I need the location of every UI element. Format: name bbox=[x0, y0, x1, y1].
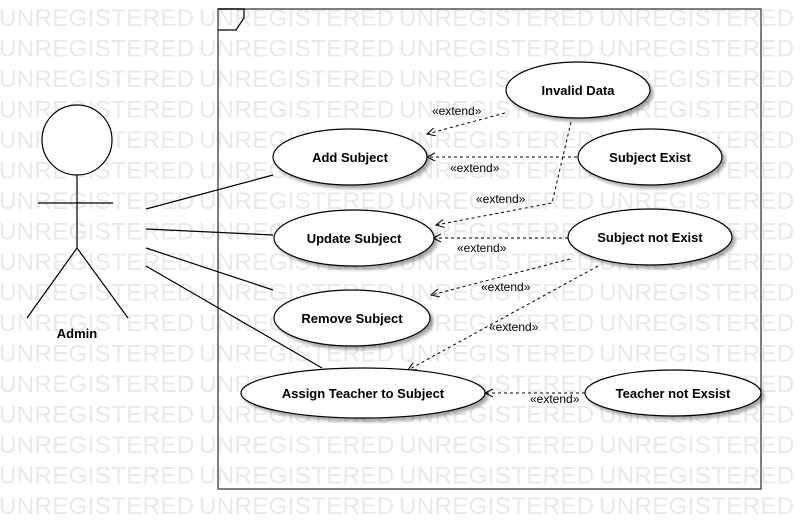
watermark-text: UNREGISTERED bbox=[0, 188, 195, 215]
watermark-text: UNREGISTERED bbox=[599, 341, 795, 368]
association-update bbox=[145, 228, 274, 236]
extend-label: «extend» bbox=[450, 161, 500, 175]
extend-label: «extend» bbox=[457, 241, 507, 255]
watermark-text: UNREGISTERED bbox=[199, 463, 395, 490]
actor-admin: Admin bbox=[26, 104, 129, 341]
system-boundary bbox=[217, 8, 762, 490]
association-assign bbox=[145, 265, 323, 369]
watermark-text: UNREGISTERED bbox=[599, 280, 795, 307]
watermark-text: UNREGISTERED bbox=[599, 432, 795, 459]
watermark-text: UNREGISTERED bbox=[399, 493, 595, 520]
watermark-text: UNREGISTERED bbox=[199, 97, 395, 124]
extend-invalid-to-add bbox=[427, 112, 506, 134]
use-case-label: Subject Exist bbox=[609, 150, 691, 165]
use-case-label: Add Subject bbox=[312, 150, 389, 165]
watermark-text: UNREGISTERED bbox=[0, 432, 195, 459]
use-case-label: Remove Subject bbox=[301, 311, 403, 326]
extend-label: «extend» bbox=[476, 192, 526, 206]
extend-label: «extend» bbox=[481, 280, 531, 294]
use-case-assign-teacher: Assign Teacher to Subject bbox=[240, 367, 486, 419]
watermark-text: UNREGISTERED bbox=[399, 127, 595, 154]
extend-notexist-to-assign bbox=[408, 265, 599, 370]
watermark-text: UNREGISTERED bbox=[199, 493, 395, 520]
watermark-text: UNREGISTERED bbox=[0, 371, 195, 398]
watermark-text: UNREGISTERED bbox=[0, 493, 195, 520]
use-case-label: Subject not Exist bbox=[597, 230, 703, 245]
actor-label: Admin bbox=[57, 326, 98, 341]
watermark-text: UNREGISTERED bbox=[399, 36, 595, 63]
watermark-text: UNREGISTERED bbox=[599, 310, 795, 337]
use-case-label: Assign Teacher to Subject bbox=[282, 386, 445, 401]
use-case-remove-subject: Remove Subject bbox=[273, 289, 431, 347]
use-case-add-subject: Add Subject bbox=[272, 128, 428, 186]
use-case-label: Update Subject bbox=[307, 231, 402, 246]
watermark-text: UNREGISTERED bbox=[0, 280, 195, 307]
extend-relations bbox=[408, 112, 599, 393]
watermark-text: UNREGISTERED bbox=[599, 493, 795, 520]
extend-label: «extend» bbox=[530, 392, 580, 406]
use-case-label: Teacher not Exsist bbox=[616, 386, 731, 401]
extend-label: «extend» bbox=[489, 320, 539, 334]
extend-labels: «extend» «extend» «extend» «extend» «ext… bbox=[432, 104, 580, 406]
use-case-invalid-data: Invalid Data bbox=[505, 61, 651, 119]
watermark-text: UNREGISTERED bbox=[399, 463, 595, 490]
use-case-label: Invalid Data bbox=[542, 83, 616, 98]
watermark-text: UNREGISTERED bbox=[0, 249, 195, 276]
association-remove bbox=[145, 247, 274, 291]
watermark-text: UNREGISTERED bbox=[399, 158, 595, 185]
watermark-text: UNREGISTERED bbox=[599, 36, 795, 63]
watermark-text: UNREGISTERED bbox=[0, 66, 195, 93]
watermark-text: UNREGISTERED bbox=[399, 432, 595, 459]
watermark-text: UNREGISTERED bbox=[0, 402, 195, 429]
watermark-text: UNREGISTERED bbox=[0, 310, 195, 337]
watermark-text: UNREGISTERED bbox=[0, 219, 195, 246]
watermark-text: UNREGISTERED bbox=[0, 341, 195, 368]
watermark-text: UNREGISTERED bbox=[0, 463, 195, 490]
associations bbox=[145, 174, 323, 369]
watermark-text: UNREGISTERED bbox=[399, 310, 595, 337]
boundary-tab bbox=[218, 8, 245, 31]
watermark-text: UNREGISTERED bbox=[199, 432, 395, 459]
extend-label: «extend» bbox=[432, 104, 482, 118]
watermark-text: UNREGISTERED bbox=[399, 188, 595, 215]
use-case-update-subject: Update Subject bbox=[273, 209, 435, 267]
watermark-text: UNREGISTERED bbox=[399, 249, 595, 276]
watermark-text: UNREGISTERED bbox=[199, 66, 395, 93]
watermark-text: UNREGISTERED bbox=[599, 463, 795, 490]
association-add bbox=[145, 174, 274, 210]
use-case-subject-not-exist: Subject not Exist bbox=[567, 208, 733, 266]
actor-left-leg bbox=[26, 247, 78, 319]
watermark-text: UNREGISTERED bbox=[0, 5, 195, 32]
watermark-text: UNREGISTERED bbox=[0, 36, 195, 63]
use-case-teacher-not-exist: Teacher not Exsist bbox=[584, 369, 762, 417]
actor-right-leg bbox=[76, 247, 129, 319]
watermark-text: UNREGISTERED bbox=[199, 36, 395, 63]
actor-head bbox=[41, 104, 113, 176]
use-case-subject-exist: Subject Exist bbox=[577, 128, 723, 186]
watermark-text: UNREGISTERED bbox=[399, 341, 595, 368]
